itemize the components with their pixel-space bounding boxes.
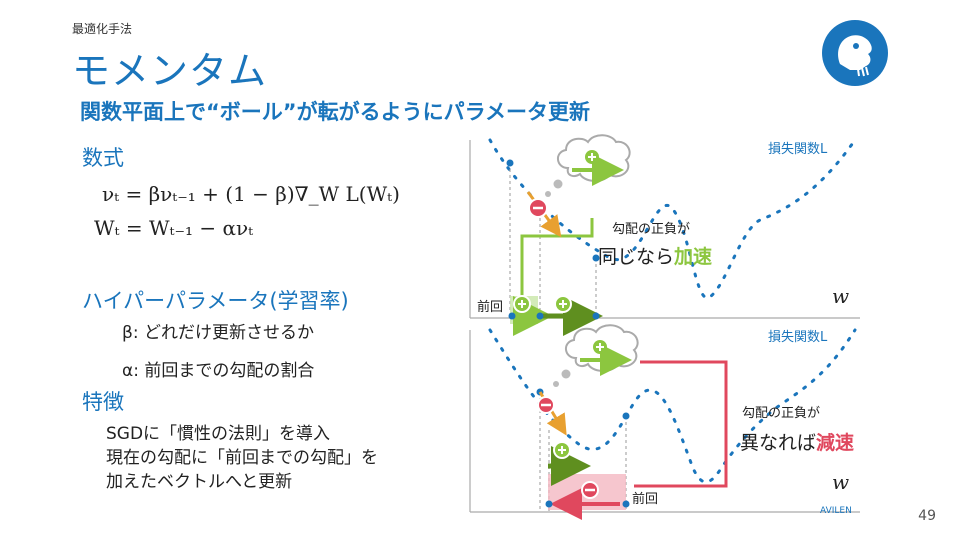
top-axis-label: w [832,284,850,308]
top-note-prefix: 同じなら [598,246,675,268]
feature-line-2: 現在の勾配に「前回までの勾配」を [106,448,378,468]
formula-weight: Wₜ = Wₜ₋₁ − ανₜ [94,216,254,240]
minus-icon [528,198,548,218]
thought-cloud-icon [553,324,639,387]
minus-icon [581,481,599,499]
bottom-axis-label: w [832,470,850,494]
plus-icon [513,295,531,313]
page-number: 49 [918,508,936,524]
top-note-small: 勾配の正負が [612,222,691,237]
plus-icon [554,295,572,313]
top-diagram [469,134,860,336]
bottom-loss-curve [488,328,857,484]
top-note-big: 同じなら加速 [598,242,712,269]
top-loss-curve [488,138,857,300]
plus-icon [585,150,599,164]
bottom-loss-label: 損失関数L [768,330,828,345]
bottom-note-small: 勾配の正負が [742,406,821,421]
bottom-prev-label: 前回 [632,492,659,507]
bottom-note-big: 異なれば減速 [740,428,854,455]
thought-cloud-icon [545,134,631,197]
hyperparameter-heading: ハイパーパラメータ(学習率) [82,289,349,313]
page-title: モメンタム [72,49,268,93]
formula-velocity: νₜ = βνₜ₋₁ + (1 − β)∇_W L(Wₜ) [102,182,400,206]
decelerate-label: 減速 [816,432,855,454]
accelerate-label: 加速 [674,246,713,268]
bottom-diagram [469,324,860,520]
formula-heading: 数式 [82,146,124,170]
minus-icon [537,396,555,414]
bottom-note-prefix: 異なれば [740,432,817,454]
plus-icon [593,340,607,354]
plus-icon [553,441,571,459]
features-heading: 特徴 [82,390,124,414]
brand-label: AVILEN [820,506,852,516]
beta-description: β: どれだけ更新させるか [122,323,314,343]
slide-subtitle: 関数平面上で“ボール”が転がるようにパラメータ更新 [80,100,590,124]
feature-line-1: SGDに「慣性の法則」を導入 [106,424,331,444]
feature-line-3: 加えたベクトルへと更新 [106,472,293,492]
breadcrumb: 最適化手法 [72,22,133,36]
top-loss-label: 損失関数L [768,142,828,157]
logo-icon [822,20,888,86]
top-prev-label: 前回 [477,300,504,315]
alpha-description: α: 前回までの勾配の割合 [122,361,315,381]
